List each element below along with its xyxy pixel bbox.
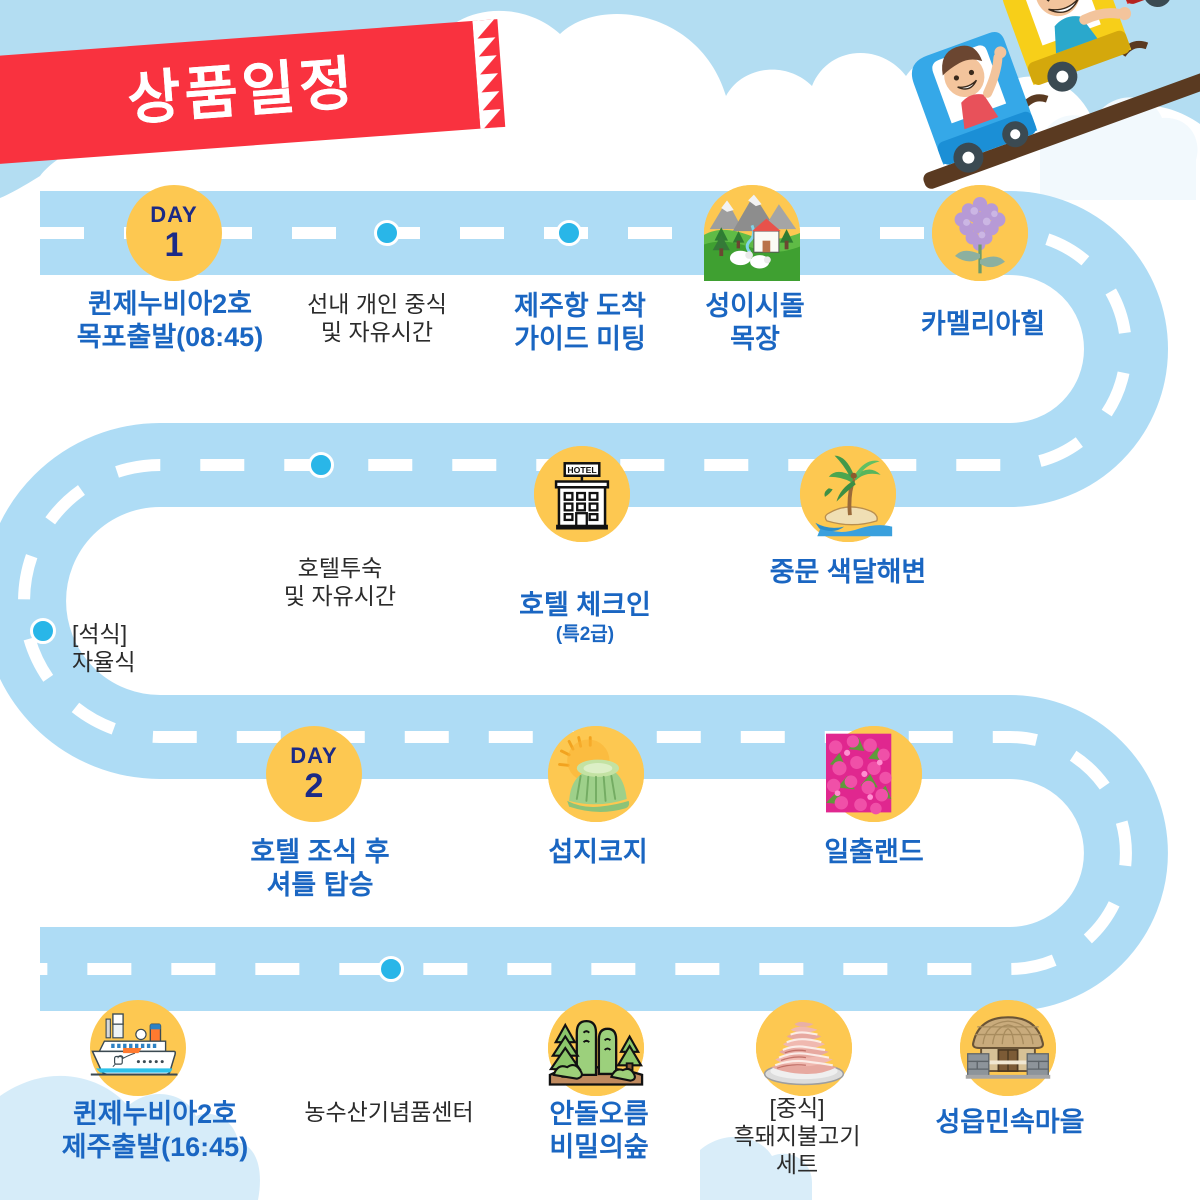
- stop-label-queen-jenuvia-jeju: 퀸제누비아2호 제주출발(16:45): [61, 1099, 249, 1162]
- day-number: 2: [304, 767, 324, 805]
- day-badge-1[interactable]: DAY 1: [126, 185, 222, 281]
- stop-label-jeju-port-arrival: 제주항 도착 가이드 미팅: [514, 291, 646, 354]
- node-seopjikoji[interactable]: [548, 726, 644, 822]
- day-badge-2[interactable]: DAY 2: [266, 726, 362, 822]
- cruise-ship-icon: [90, 1005, 178, 1091]
- stop-label-souvenir-center: 농수산기념품센터: [304, 1099, 474, 1125]
- day-number: 1: [164, 226, 184, 264]
- node-isidore-ranch[interactable]: [704, 185, 800, 281]
- node-seongeup-folk-village[interactable]: [960, 1000, 1056, 1096]
- stop-label-lunch-black-pork: [중식] 흑돼지불고기 세트: [733, 1095, 861, 1178]
- stop-label-ilchul-land: 일출랜드: [824, 837, 924, 867]
- stop-label-isidore-ranch: 성이시돌 목장: [705, 291, 805, 354]
- route-dot: [374, 220, 400, 246]
- hotel-icon: HOTEL: [534, 446, 630, 542]
- route-dot: [556, 220, 582, 246]
- page-title: 상품일정: [125, 50, 359, 133]
- stop-label-queen-jenuvia-mokpo: 퀸제누비아2호 목포출발(08:45): [76, 289, 264, 352]
- node-andol-oreum-forest[interactable]: [548, 1000, 644, 1096]
- pork-bulgogi-icon: [756, 1000, 852, 1096]
- node-ilchul-land[interactable]: [826, 726, 922, 822]
- node-camellia-hill[interactable]: [932, 185, 1028, 281]
- stop-label-seongeup-folk-village: 성읍민속마을: [935, 1107, 1085, 1137]
- oreum-icon: [548, 726, 644, 822]
- node-hotel-checkin[interactable]: HOTEL: [534, 446, 630, 542]
- stop-label-hotel-stay: 호텔투숙 및 자유시간: [283, 555, 397, 610]
- route-dot: [30, 618, 56, 644]
- ranch-icon: [704, 185, 800, 281]
- svg-text:HOTEL: HOTEL: [567, 465, 596, 475]
- route-dot: [378, 956, 404, 982]
- node-queen-jenuvia-jeju-depart[interactable]: [90, 1000, 186, 1096]
- hotel-checkin-main: 호텔 체크인: [519, 589, 651, 620]
- thatched-house-icon: [960, 1000, 1056, 1096]
- stop-label-hotel-breakfast-shuttle: 호텔 조식 후 셔틀 탑승: [250, 837, 390, 900]
- stop-label-seopjikoji: 섭지코지: [548, 837, 648, 867]
- node-jungmun-saekdal-beach[interactable]: [800, 446, 896, 542]
- day-word: DAY: [150, 202, 198, 227]
- forest-icon: [548, 1000, 644, 1096]
- route-dot: [308, 452, 334, 478]
- node-lunch-black-pork[interactable]: [756, 1000, 852, 1096]
- day-word: DAY: [290, 743, 338, 768]
- palm-island-icon: [800, 446, 896, 542]
- stop-label-andol-oreum: 안돌오름 비밀의숲: [549, 1099, 649, 1162]
- stop-label-camellia-hill: 카멜리아힐: [920, 309, 1046, 339]
- stop-label-dinner: [석식] 자율식: [72, 621, 136, 676]
- hydrangea-icon: [932, 185, 1028, 281]
- azalea-icon: [826, 726, 922, 822]
- stop-label-hotel-checkin: 호텔 체크인 (특2급): [470, 556, 700, 679]
- stop-label-jungmun-saekdal-beach: 중문 색달해변: [769, 557, 927, 587]
- hotel-checkin-grade: (특2급): [555, 623, 615, 645]
- stop-label-onboard-lunch: 선내 개인 중식 및 자유시간: [307, 291, 447, 346]
